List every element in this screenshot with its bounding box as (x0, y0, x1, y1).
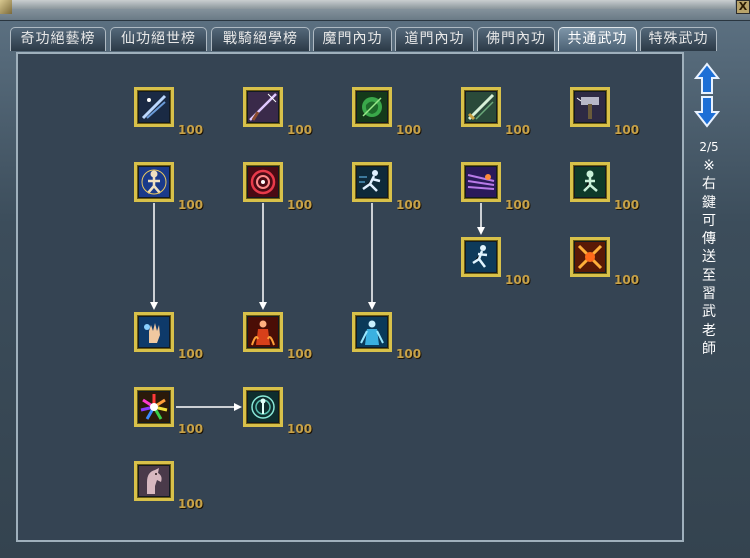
corner-ornament-left (0, 0, 12, 14)
title-bar-rim (0, 0, 735, 9)
skill-level-r3c5: 100 (614, 273, 640, 287)
skill-slot-r4c3[interactable] (352, 312, 392, 352)
skill-slot-r1c3[interactable] (352, 87, 392, 127)
tab-mo-men[interactable]: 魔門內功 (313, 27, 392, 51)
palm-strike-icon (139, 317, 169, 347)
skill-level-r1c2: 100 (287, 123, 313, 137)
skill-level-r4c3: 100 (396, 347, 422, 361)
skill-level-r5c1: 100 (178, 422, 204, 436)
tab-fo-men[interactable]: 佛門內功 (477, 27, 555, 51)
tab-common-martial[interactable]: 共通武功 (558, 27, 637, 51)
skill-level-r4c2: 100 (287, 347, 313, 361)
spirit-aura-icon (248, 392, 278, 422)
skill-level-r5c2: 100 (287, 422, 313, 436)
fire-cross-icon (575, 242, 605, 272)
rainbow-burst-icon (139, 392, 169, 422)
skill-level-r2c3: 100 (396, 198, 422, 212)
red-spiral-icon (248, 167, 278, 197)
sword-icon (466, 92, 496, 122)
skill-level-r4c1: 100 (178, 347, 204, 361)
tab-bar: 奇功絕藝榜 仙功絕世榜 戰騎絕學榜 魔門內功 道門內功 佛門內功 共通武功 特殊… (10, 27, 732, 52)
skill-slot-r1c1[interactable] (134, 87, 174, 127)
skill-level-r2c4: 100 (505, 198, 531, 212)
skill-level-r6c1: 100 (178, 497, 204, 511)
close-button[interactable]: X (736, 0, 750, 14)
skill-slot-r2c2[interactable] (243, 162, 283, 202)
horse-icon (139, 466, 169, 496)
dagger-strike-icon (248, 92, 278, 122)
hammer-icon (575, 92, 605, 122)
arrow-up-icon (693, 62, 721, 94)
skill-slot-r4c2[interactable] (243, 312, 283, 352)
skill-level-r2c5: 100 (614, 198, 640, 212)
skill-slot-r6c1[interactable] (134, 461, 174, 501)
skill-level-r2c1: 100 (178, 198, 204, 212)
tab-special-martial[interactable]: 特殊武功 (640, 27, 717, 51)
skill-slot-r2c4[interactable] (461, 162, 501, 202)
skill-slot-r2c1[interactable] (134, 162, 174, 202)
skill-slot-r2c5[interactable] (570, 162, 610, 202)
meditate-icon (139, 167, 169, 197)
skill-level-r1c1: 100 (178, 123, 204, 137)
runner-icon (466, 242, 496, 272)
skill-slot-r1c2[interactable] (243, 87, 283, 127)
scroll-up-button[interactable] (693, 62, 721, 96)
green-fist-icon (357, 92, 387, 122)
tab-qigong[interactable]: 奇功絕藝榜 (10, 27, 106, 51)
tab-zhanji[interactable]: 戰騎絕學榜 (211, 27, 310, 51)
tab-dao-men[interactable]: 道門內功 (395, 27, 474, 51)
page-indicator: 2/5 (699, 140, 719, 154)
purple-dash-icon (466, 167, 496, 197)
skill-slot-r5c2[interactable] (243, 387, 283, 427)
blade-slash-icon (139, 92, 169, 122)
scroll-down-button[interactable] (693, 94, 721, 128)
skill-level-r1c3: 100 (396, 123, 422, 137)
arrow-down-icon (693, 96, 721, 128)
skill-tree-panel (16, 52, 684, 542)
skill-slot-r2c3[interactable] (352, 162, 392, 202)
skill-slot-r5c1[interactable] (134, 387, 174, 427)
kneel-icon (575, 167, 605, 197)
tab-xiangong[interactable]: 仙功絕世榜 (110, 27, 207, 51)
dash-kick-icon (357, 167, 387, 197)
skill-level-r3c4: 100 (505, 273, 531, 287)
skill-slot-r4c1[interactable] (134, 312, 174, 352)
skill-slot-r1c4[interactable] (461, 87, 501, 127)
skill-level-r2c2: 100 (287, 198, 313, 212)
skill-slot-r3c5[interactable] (570, 237, 610, 277)
flame-body-icon (248, 317, 278, 347)
skill-level-r1c5: 100 (614, 123, 640, 137)
right-click-note: ※右鍵可傳送至習武老師 (702, 158, 716, 357)
skill-slot-r3c4[interactable] (461, 237, 501, 277)
ice-body-icon (357, 317, 387, 347)
skill-slot-r1c5[interactable] (570, 87, 610, 127)
skill-level-r1c4: 100 (505, 123, 531, 137)
